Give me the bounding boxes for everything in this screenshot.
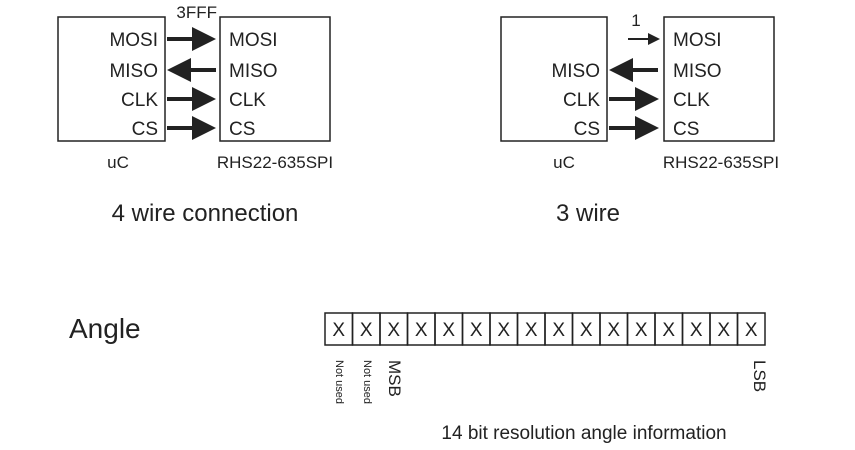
uc-pin-mosi: MOSI	[109, 30, 158, 51]
three-wire-connection: 1 MISO CLK CS MOSI MISO CLK CS uC RHS22-…	[500, 11, 779, 227]
bit-value: X	[607, 320, 620, 341]
chip-pin-cs: CS	[673, 119, 699, 140]
angle-label: Angle	[69, 313, 141, 344]
uc-label: uC	[107, 153, 129, 172]
uc-box	[57, 16, 166, 142]
three-wire-caption: 3 wire	[556, 200, 620, 227]
bit-value: X	[497, 320, 510, 341]
uc-pin-clk: CLK	[563, 90, 600, 111]
uc-pin-miso: MISO	[551, 61, 600, 82]
bit-value: X	[580, 320, 593, 341]
chip-pin-miso: MISO	[673, 61, 722, 82]
bit-value: X	[525, 320, 538, 341]
bit-value: X	[690, 320, 703, 341]
bit-cell	[736, 312, 766, 346]
bit-value: X	[387, 320, 400, 341]
mosi-value-label: 3FFF	[176, 3, 217, 22]
lsb-label: LSB	[750, 360, 769, 392]
not-used-label-bit15: Not used	[333, 360, 345, 404]
mosi-tie-value-label: 1	[631, 11, 640, 30]
chip-pin-miso: MISO	[229, 61, 278, 82]
chip-pin-mosi: MOSI	[673, 30, 722, 51]
four-wire-caption: 4 wire connection	[112, 200, 299, 227]
chip-box	[663, 16, 775, 142]
chip-label: RHS22-635SPI	[663, 153, 779, 172]
bit-value: X	[635, 320, 648, 341]
msb-label: MSB	[385, 360, 404, 397]
bit-value: X	[332, 320, 345, 341]
bit-value: X	[745, 320, 758, 341]
uc-pin-miso: MISO	[109, 61, 158, 82]
bit-value: X	[717, 320, 730, 341]
bit-value: X	[415, 320, 428, 341]
chip-pin-mosi: MOSI	[229, 30, 278, 51]
resolution-caption: 14 bit resolution angle information	[441, 423, 726, 444]
not-used-label-bit14: Not used	[361, 360, 373, 404]
uc-pin-clk: CLK	[121, 90, 158, 111]
bit-value: X	[552, 320, 565, 341]
bit-value: X	[360, 320, 373, 341]
uc-box	[500, 16, 608, 142]
chip-pin-clk: CLK	[673, 90, 710, 111]
chip-pin-clk: CLK	[229, 90, 266, 111]
chip-label: RHS22-635SPI	[217, 153, 333, 172]
uc-label: uC	[553, 153, 575, 172]
chip-pin-cs: CS	[229, 119, 255, 140]
bit-value: X	[662, 320, 675, 341]
chip-box	[219, 16, 331, 142]
bit-value: X	[442, 320, 455, 341]
uc-pin-cs: CS	[132, 119, 158, 140]
uc-pin-cs: CS	[574, 119, 600, 140]
bit-value: X	[470, 320, 483, 341]
four-wire-connection: 3FFF MOSI MISO CLK CS MOSI MISO CLK CS u…	[57, 3, 333, 227]
